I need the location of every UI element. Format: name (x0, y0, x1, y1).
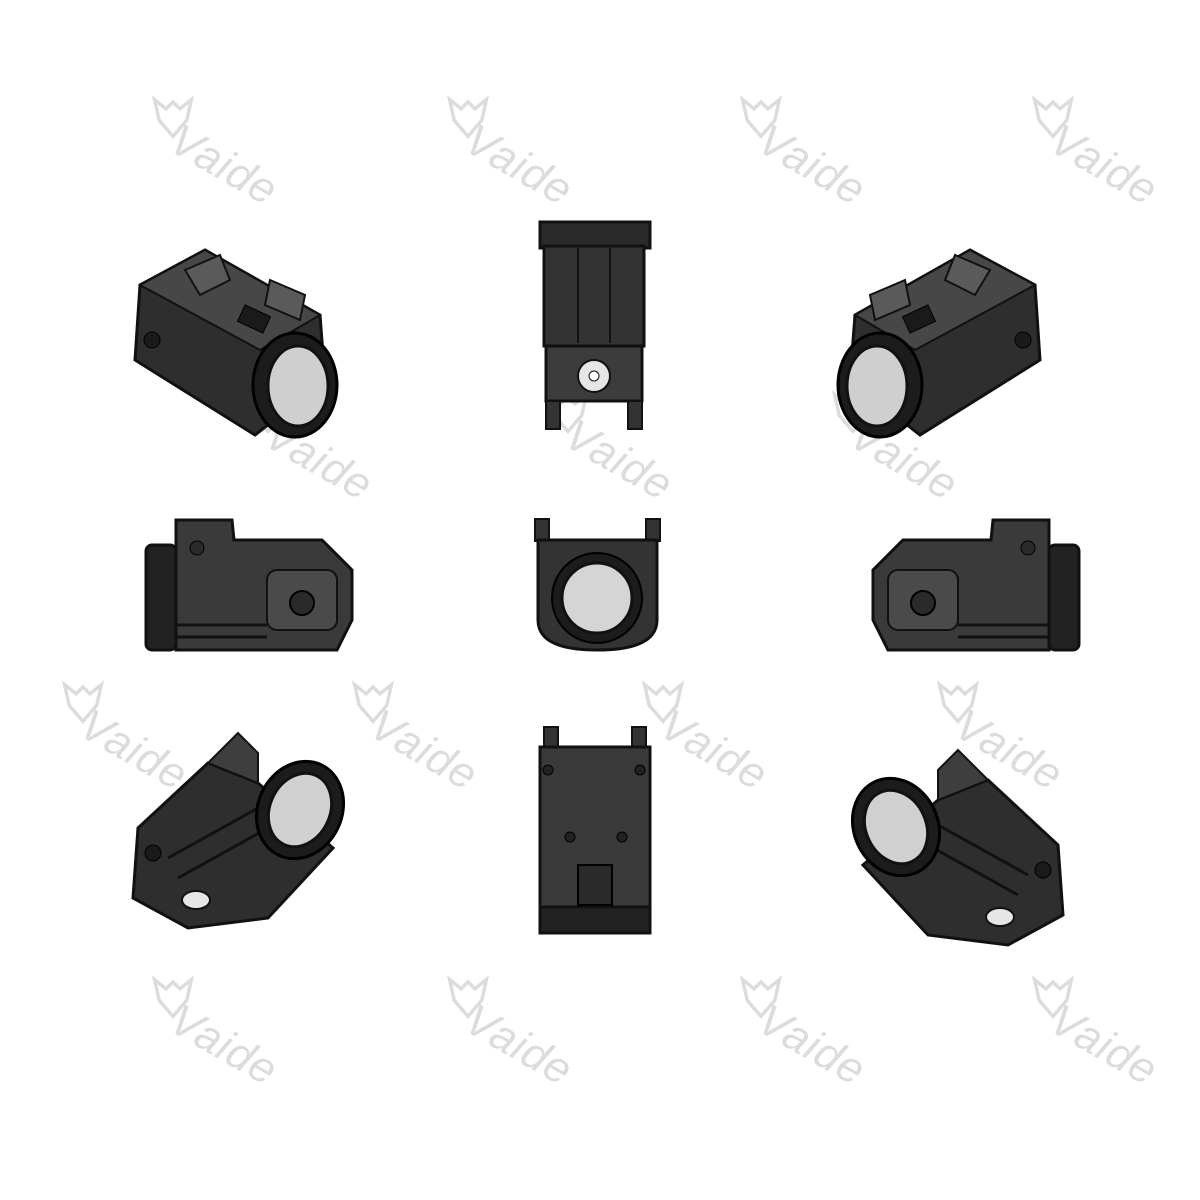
weapon-light-top-view (538, 220, 652, 430)
watermark-text: Vaide (1041, 995, 1167, 1096)
weapon-light-front-left-bottom-iso (131, 731, 346, 930)
wolf-head-logo-icon (351, 680, 395, 725)
watermark-text: Vaide (651, 700, 777, 801)
weapon-light-right-side-view (871, 518, 1081, 652)
wolf-head-logo-icon (641, 680, 685, 725)
watermark-text: Vaide (749, 115, 875, 216)
wolf-head-logo-icon (1031, 95, 1075, 140)
watermark: Vaide (445, 975, 615, 1095)
weapon-light-front-right-bottom-iso (850, 748, 1065, 947)
wolf-head-logo-icon (151, 975, 195, 1020)
wolf-head-logo-icon (739, 95, 783, 140)
weapon-light-front-view (534, 518, 661, 652)
watermark: Vaide (1030, 975, 1200, 1095)
wolf-head-logo-icon (739, 975, 783, 1020)
watermark-text: Vaide (1041, 115, 1167, 216)
weapon-light-left-side-view (144, 518, 354, 652)
watermark: Vaide (738, 975, 908, 1095)
watermark: Vaide (350, 680, 520, 800)
watermark-text: Vaide (161, 995, 287, 1096)
weapon-light-front-left-top-iso (133, 248, 339, 439)
watermark: Vaide (738, 95, 908, 215)
wolf-head-logo-icon (446, 975, 490, 1020)
watermark: Vaide (445, 95, 615, 215)
wolf-head-logo-icon (61, 680, 105, 725)
weapon-light-bottom-view (538, 726, 652, 935)
wolf-head-logo-icon (446, 95, 490, 140)
watermark-text: Vaide (456, 995, 582, 1096)
watermark: Vaide (150, 95, 320, 215)
watermark-text: Vaide (361, 700, 487, 801)
wolf-head-logo-icon (151, 95, 195, 140)
watermark: Vaide (1030, 95, 1200, 215)
wolf-head-logo-icon (936, 680, 980, 725)
watermark: Vaide (150, 975, 320, 1095)
wolf-head-logo-icon (1031, 975, 1075, 1020)
watermark: Vaide (640, 680, 810, 800)
weapon-light-front-right-top-iso (836, 248, 1042, 439)
watermark-text: Vaide (161, 115, 287, 216)
watermark-text: Vaide (456, 115, 582, 216)
watermark-text: Vaide (749, 995, 875, 1096)
